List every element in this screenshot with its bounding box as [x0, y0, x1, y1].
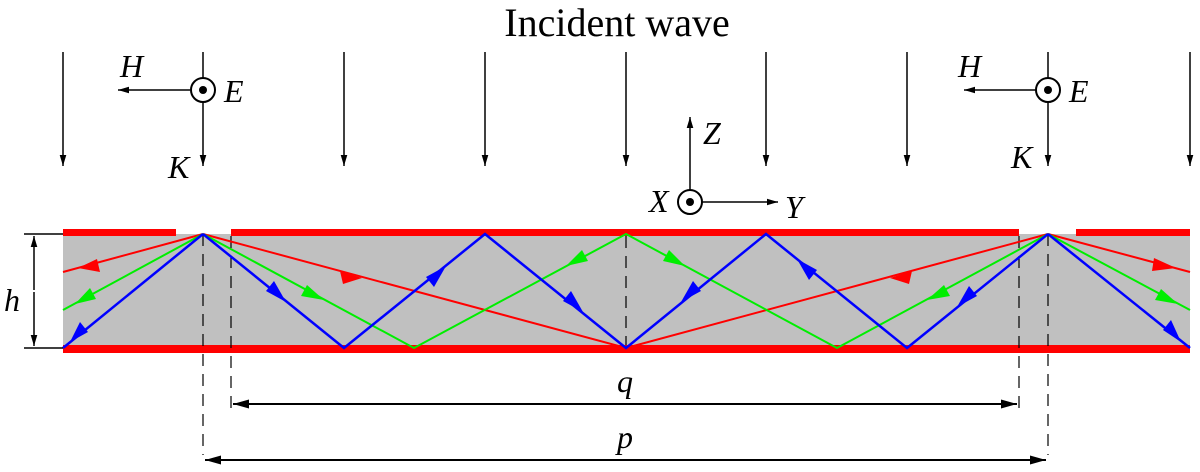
blue-ray-left [62, 233, 204, 349]
green-arrowhead [927, 285, 950, 300]
e-field-label-right: E [1068, 73, 1089, 109]
coordinate-axes [686, 117, 778, 206]
e-field-symbols [190, 77, 1061, 103]
blue-arrowhead [266, 281, 286, 302]
green-arrowhead [301, 285, 324, 300]
blue-arrowhead [681, 281, 701, 302]
green-arrowhead [75, 288, 96, 304]
h-field-label-right: H [957, 48, 983, 84]
blue-arrowhead [70, 322, 88, 342]
top-plate-left [63, 229, 176, 236]
ray-arrowheads [70, 250, 1181, 342]
z-axis-label: Z [703, 115, 722, 151]
top-plate-center [231, 229, 1019, 236]
diagram-title: Incident wave [504, 0, 729, 45]
green-arrowhead [566, 250, 588, 266]
green-arrowhead [1155, 289, 1178, 304]
k-vector-label-left: K [167, 149, 191, 185]
top-plate-right [1076, 229, 1190, 236]
e-field-label-left: E [223, 73, 244, 109]
e-field-out-dot [199, 86, 207, 94]
height-dimension [24, 233, 63, 349]
q-dimension-label: q [617, 363, 633, 399]
red-arrowhead [890, 271, 912, 284]
blue-arrowhead [957, 286, 977, 307]
k-vector-label-right: K [1010, 139, 1034, 175]
blue-ray-center [202, 232, 1049, 350]
y-axis-label: Y [785, 189, 806, 225]
height-label: h [4, 282, 20, 318]
x-axis-label: X [647, 183, 670, 219]
e-field-out-dot [1044, 86, 1052, 94]
blue-arrowhead [797, 259, 817, 280]
blue-arrowhead [1163, 320, 1181, 342]
p-dimension-label: p [615, 419, 633, 455]
green-ray-center [202, 232, 1049, 350]
green-arrowhead [663, 250, 685, 266]
blue-arrowhead [563, 291, 583, 312]
red-arrowhead [340, 271, 362, 284]
period-dimensions [205, 399, 1046, 465]
x-axis-out-dot [686, 198, 694, 206]
red-arrowhead [1152, 258, 1176, 271]
red-arrowhead [78, 259, 100, 272]
blue-arrowhead [426, 266, 446, 287]
substrate-slab [63, 234, 1190, 348]
h-field-label-left: H [119, 48, 145, 84]
incident-wave-arrows [59, 52, 1194, 166]
